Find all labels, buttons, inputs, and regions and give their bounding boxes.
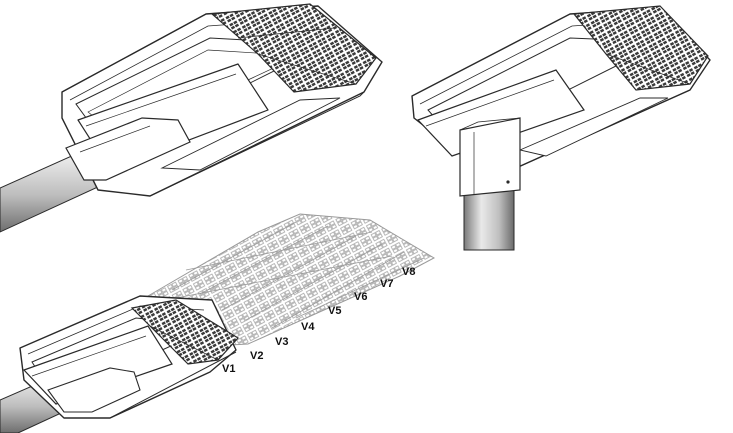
luminaire-expandable	[0, 213, 436, 433]
pole-clamp-bottom	[47, 367, 141, 413]
module-label-v1: V1	[222, 363, 235, 375]
luminaire-side-entry	[0, 3, 383, 233]
visor-bottom	[22, 325, 173, 405]
module-label-v6: V6	[354, 291, 367, 303]
module-label-v8: V8	[402, 266, 415, 278]
module-label-v3: V3	[275, 336, 288, 348]
module-label-v2: V2	[250, 350, 263, 362]
module-label-v7: V7	[380, 278, 393, 290]
module-labels: V1 V2 V3 V4 V5 V6 V7 V8	[222, 266, 415, 375]
post-adapter	[459, 117, 521, 197]
module-label-v5: V5	[328, 305, 341, 317]
pole-clamp	[65, 117, 191, 181]
luminaire-post-top	[411, 5, 711, 251]
module-label-v4: V4	[301, 321, 315, 333]
